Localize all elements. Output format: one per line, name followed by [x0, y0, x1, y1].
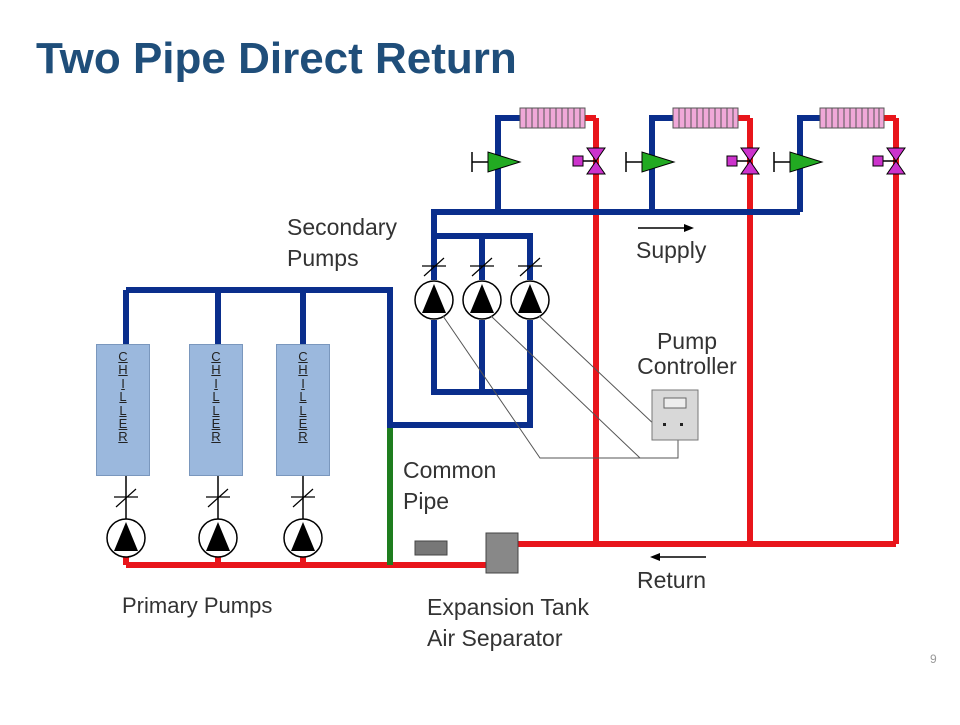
secondary-pump-2 [462, 257, 502, 320]
label-line: Pipe [403, 488, 450, 514]
label-line: Controller [637, 353, 737, 379]
common-pipe-label: Common Pipe [403, 455, 496, 517]
primary-pump-2 [198, 488, 238, 558]
primary-pump-1 [106, 488, 146, 558]
chiller-label: C H I L L E R [298, 349, 308, 445]
return-flow-arrow [650, 553, 706, 561]
page-title: Two Pipe Direct Return [36, 34, 517, 83]
control-valve-2 [726, 147, 760, 175]
balancing-valve-2 [625, 151, 676, 173]
coil-1 [519, 107, 586, 129]
label-line: Secondary [287, 214, 397, 240]
chiller-label: C H I L L E R [118, 349, 128, 445]
primary-pump-3 [283, 488, 323, 558]
balancing-valve-1 [471, 151, 522, 173]
control-wiring [442, 315, 679, 459]
expansion-tank-label: Expansion Tank Air Separator [427, 592, 589, 654]
chiller-3: C H I L L E R [276, 344, 330, 476]
return-piping [126, 115, 899, 568]
label-line: Common [403, 457, 497, 483]
control-valve-3 [872, 147, 906, 175]
label-line: Pump [656, 328, 718, 354]
air-separator [485, 532, 519, 574]
balancing-valve-3 [773, 151, 824, 173]
pump-controller [651, 389, 699, 441]
secondary-pump-1 [414, 257, 454, 320]
supply-label: Supply [636, 237, 707, 263]
page-number: 9 [930, 652, 937, 666]
secondary-pump-3 [510, 257, 550, 320]
pump-controller-label: Pump Controller [628, 326, 746, 382]
chiller-1: C H I L L E R [96, 344, 150, 476]
label-line: Pumps [287, 245, 359, 271]
control-valve-1 [572, 147, 606, 175]
label-line: Air Separator [427, 625, 563, 651]
supply-flow-arrow [638, 224, 694, 232]
expansion-tank [414, 540, 448, 556]
chiller-label: C H I L L E R [211, 349, 221, 445]
secondary-pumps-label: Secondary Pumps [287, 212, 397, 274]
return-label: Return [637, 567, 707, 593]
chiller-2: C H I L L E R [189, 344, 243, 476]
label-line: Expansion Tank [427, 594, 589, 620]
supply-piping [123, 115, 820, 428]
coil-3 [819, 107, 885, 129]
coil-2 [672, 107, 739, 129]
primary-pumps-label: Primary Pumps [122, 593, 273, 618]
